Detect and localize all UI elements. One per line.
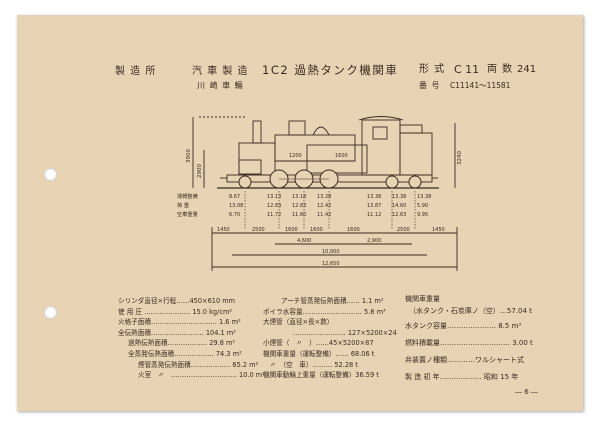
- axle-weight: 5.90: [417, 203, 428, 209]
- axle-weight: 13.08: [229, 203, 243, 209]
- locomotive-diagram: 3900 2900 3240 1200 1600 運轉整備 荷 重 空車重量 8…: [177, 116, 463, 271]
- spec-line: 全伝熱面積…………………… 104.1 m²: [118, 328, 236, 337]
- wheelbase-dim: 1450: [432, 227, 445, 233]
- axle-weight: 12.63: [392, 212, 406, 218]
- maker-label: 製 造 所: [115, 66, 157, 77]
- axle-weight: 12.83: [292, 203, 306, 209]
- axle-weight: 13.28: [317, 194, 331, 200]
- spec-line: 大煙管（直径×長×数）: [263, 318, 334, 327]
- page-title: 1C2 過熱タンク機関車: [262, 63, 399, 77]
- span-dim-1: 4,600: [297, 238, 311, 244]
- axle-weight: 14.60: [392, 203, 406, 209]
- spec-line: （水タンク・石炭庫ノ（空）…57.04 t: [409, 307, 532, 315]
- height-dim-1: 3900: [186, 149, 192, 163]
- spec-line: 〃 （空 車）……… 52.28 t: [263, 360, 358, 369]
- spec-line: 全蒸発伝熱面積……………… 74.3 m²: [128, 349, 242, 358]
- spec-line: 小煙管（ 〃 ）……45×5200×87: [263, 339, 374, 348]
- spec-line: 火格子面積………………………… 1.6 m²: [118, 318, 241, 327]
- span-dim-2: 2,900: [367, 238, 381, 244]
- axle-weight: 11.42: [317, 212, 331, 218]
- axle-label-2: 荷 重: [177, 201, 189, 209]
- axle-weight: 9.95: [417, 212, 428, 218]
- spec-line: …………………… 127×5200×24: [293, 328, 397, 337]
- axle-weight: 13.38: [367, 194, 381, 200]
- count-label: 両 数: [487, 64, 514, 75]
- number-value: C11141～11581: [450, 81, 511, 90]
- wheelbase-dim: 1450: [217, 227, 230, 233]
- number-label: 番 号: [419, 81, 441, 90]
- axle-label-1: 運轉整備: [177, 192, 198, 200]
- specs-right: 機関車重量 （水タンク・石炭庫ノ（空）…57.04 t 水タンク容量…………………: [405, 296, 533, 381]
- specs-middle: アーチ管蒸発伝熱面積…… 1.1 m² ボイラ水容量……………………… 5.8 …: [263, 298, 397, 379]
- spec-line: 機関車重量（運転整備）…… 68.06 t: [263, 349, 375, 358]
- spec-line: シリンダ直径×行程……450×610 mm: [118, 297, 236, 305]
- axle-label-3: 空車重量: [177, 210, 198, 218]
- height-dim-3: 3240: [457, 151, 463, 165]
- boiler-dim-2: 1600: [335, 153, 348, 159]
- document-page: 製 造 所 汽 車 製 造 川 崎 車 輛 1C2 過熱タンク機関車 形 式 C…: [17, 15, 583, 411]
- axle-weight: 8.67: [229, 194, 240, 200]
- spec-line: 機関車動輪上重量（運転整備）36.59 t: [263, 371, 379, 380]
- spec-line: アーチ管蒸発伝熱面積…… 1.1 m²: [281, 297, 384, 305]
- spec-line: ボイラ水容量……………………… 5.8 m³: [263, 307, 386, 316]
- axle-weight: 6.70: [229, 212, 240, 218]
- axle-weight: 13.38: [392, 194, 406, 200]
- spec-line: 製 造 初 年……………… 昭和 15 年: [405, 373, 519, 381]
- spec-line: 使 用 圧 ………………… 15.0 kg/cm²: [118, 307, 233, 316]
- maker-2: 川 崎 車 輛: [197, 81, 244, 90]
- wheelbase-dim: 1600: [347, 227, 360, 233]
- wheelbase-dim: 1600: [310, 227, 323, 233]
- form-label: 形 式: [419, 64, 446, 75]
- page-number: ― 6 ―: [515, 388, 538, 396]
- axle-weight: 12.42: [317, 203, 331, 209]
- maker-1: 汽 車 製 造: [192, 66, 249, 77]
- spec-line: 水タンク容量………………… 8.5 m³: [405, 322, 522, 330]
- overall-dim-1: 10,000: [322, 249, 340, 255]
- spec-line: 弁装置ノ種類…………ワルシャート式: [405, 356, 524, 364]
- axle-weight: 13.38: [417, 194, 431, 200]
- axle-weight: 13.18: [292, 194, 306, 200]
- spec-line: 煙管蒸発伝熱面積……………… 65.2 m²: [138, 360, 259, 369]
- axle-weight: 12.83: [267, 203, 281, 209]
- axle-weight: 11.60: [292, 212, 306, 218]
- axle-weight: 13.13: [267, 194, 281, 200]
- axle-weight: 11.72: [267, 212, 281, 218]
- binder-hole-top: [44, 168, 57, 181]
- wheelbase-dim: 2500: [252, 227, 265, 233]
- count-value: 241: [517, 64, 537, 75]
- wheelbase-dim: 1600: [285, 227, 298, 233]
- wheelbase-dim: 2500: [397, 227, 410, 233]
- spec-line: 過熱伝熱面積……………… 29.8 m²: [128, 339, 236, 348]
- boiler-dim-1: 1200: [289, 153, 302, 159]
- axle-weight: 13.87: [367, 203, 381, 209]
- overall-dim-2: 12,650: [322, 261, 340, 267]
- spec-line: 火室 〃 ………………………… 10.0 m²: [138, 371, 265, 380]
- spec-line: 燃料積載量………………………… 3.00 t: [405, 339, 533, 347]
- axle-weight: 11.12: [367, 212, 381, 218]
- form-value: C 11: [454, 63, 480, 76]
- specs-left: シリンダ直径×行程……450×610 mm 使 用 圧 ………………… 15.0…: [118, 298, 265, 379]
- binder-hole-bottom: [44, 306, 57, 319]
- height-dim-2: 2900: [197, 164, 203, 178]
- spec-line: 機関車重量: [405, 295, 440, 303]
